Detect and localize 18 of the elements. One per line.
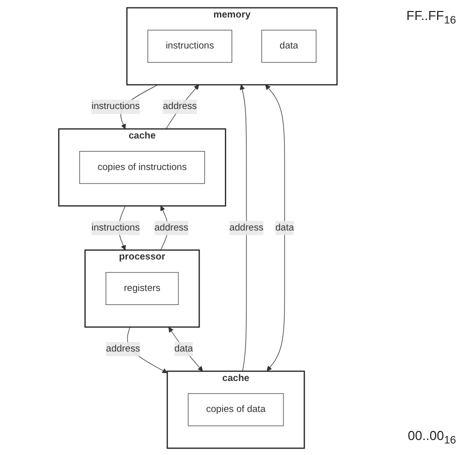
- edge-label: data: [274, 222, 294, 232]
- node-box: registers: [105, 272, 178, 304]
- edge-label: address: [229, 222, 264, 232]
- edge-label: instructions: [91, 222, 140, 232]
- node-box: copies of instructions: [78, 150, 205, 184]
- node-box: instructions: [147, 29, 232, 62]
- arrow: [239, 84, 246, 372]
- node-box: copies of data: [187, 392, 284, 426]
- edge-label: address: [106, 343, 140, 354]
- arrow: [168, 326, 203, 371]
- address-range-label: 00..00$_{16}$: [408, 428, 456, 447]
- node-box: data: [261, 29, 316, 62]
- edge-label: address: [162, 100, 196, 112]
- arrow: [264, 84, 285, 371]
- edge-label: instructions: [91, 100, 140, 112]
- address-range-label: FF..FF$_{16}$: [406, 8, 456, 27]
- edge-label: address: [154, 222, 188, 232]
- edge-label: data: [174, 343, 193, 354]
